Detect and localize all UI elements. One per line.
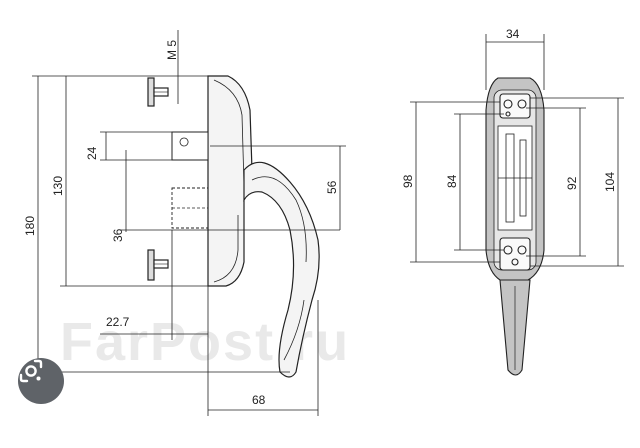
dim-22-7-label: 22.7 [106,315,130,329]
dim-84-label: 84 [445,174,459,188]
dim-180-label: 180 [23,216,37,236]
side-view-dimensions [32,30,346,416]
dim-34-label: 34 [506,27,520,41]
dim-130-label: 130 [51,176,65,196]
side-view-labels: M 5 24 130 180 36 56 22.7 68 [23,40,339,407]
spindle [171,131,209,161]
dim-68-label: 68 [252,393,266,407]
front-bottom-screws [499,237,531,271]
dim-36-label: 36 [111,228,125,242]
front-view-dimensions [410,34,624,267]
front-view-labels: 34 98 84 92 104 [401,27,617,192]
dim-98-label: 98 [401,174,415,188]
dim-56-label: 56 [325,180,339,194]
dim-92-label: 92 [565,176,579,190]
screw-bottom [147,249,169,281]
dim-104-label: 104 [603,172,617,192]
front-top-screws [499,93,531,119]
front-mechanism [497,125,533,231]
side-view [147,75,320,378]
screw-top [147,77,169,107]
front-view [485,77,545,376]
dim-24-label: 24 [85,146,99,160]
google-lens-icon [19,359,43,383]
google-lens-button[interactable] [18,358,64,404]
dim-m5-label: M 5 [165,40,179,60]
handle-lever [243,161,320,378]
